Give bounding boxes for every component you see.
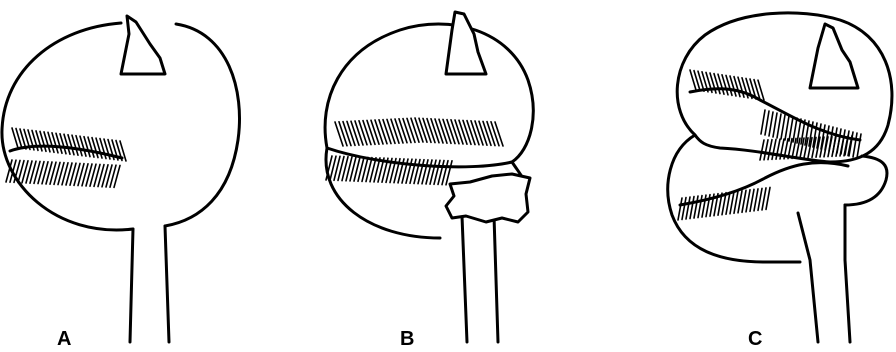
hatch-stroke: [785, 116, 789, 140]
panel-b-hatching: [326, 118, 503, 185]
hatch-stroke: [363, 121, 371, 145]
hatch-stroke: [379, 120, 387, 144]
hatch-stroke: [391, 119, 399, 143]
hatch-stroke: [435, 119, 443, 143]
hatch-stroke: [781, 115, 785, 139]
panel-c-stalk: [798, 205, 850, 342]
panel-a: [2, 16, 240, 342]
panel-b: [325, 12, 533, 342]
panel-a-body: [2, 23, 240, 230]
hatch-stroke: [734, 191, 738, 213]
hatch-stroke: [439, 119, 447, 143]
panel-a-spike: [121, 16, 165, 74]
hatch-stroke: [694, 196, 698, 218]
hatch-stroke: [686, 197, 690, 219]
hatch-stroke: [857, 134, 861, 158]
hatch-stroke: [773, 113, 777, 137]
hatch-stroke: [742, 190, 746, 212]
panel-c-spike: [810, 24, 858, 88]
hatch-stroke: [459, 120, 467, 144]
panel-b-spike: [446, 12, 486, 74]
hatch-stroke: [335, 122, 343, 146]
hatch-stroke: [447, 120, 455, 144]
panel-a-hatching: [6, 128, 126, 187]
hatch-stroke: [836, 136, 840, 156]
hatch-stroke: [351, 121, 359, 145]
hatch-stroke: [762, 188, 766, 210]
panel-c: [668, 13, 892, 342]
hatch-stroke: [343, 122, 351, 146]
hatch-stroke: [451, 120, 459, 144]
hatch-stroke: [769, 112, 773, 136]
hatch-stroke: [495, 122, 503, 146]
hatch-stroke: [750, 189, 754, 211]
hatch-stroke: [479, 121, 487, 145]
hatch-stroke: [383, 120, 391, 144]
panel-b-collar: [446, 174, 530, 222]
hatch-stroke: [463, 120, 471, 144]
hatch-stroke: [431, 119, 439, 143]
hatch-stroke: [411, 118, 419, 142]
hatch-stroke: [777, 114, 781, 138]
hatch-stroke: [678, 198, 682, 220]
hatch-stroke: [746, 190, 750, 212]
hatch-stroke: [853, 133, 857, 157]
panel-a-stalk: [130, 226, 169, 342]
panel-c-upper-fold: [690, 89, 860, 140]
hatch-stroke: [491, 122, 499, 146]
hatch-stroke: [471, 121, 479, 145]
hatch-stroke: [359, 121, 367, 145]
hatch-stroke: [419, 118, 427, 142]
hatch-stroke: [789, 117, 793, 141]
hatch-stroke: [375, 120, 383, 144]
hatch-stroke: [483, 121, 491, 145]
hatch-stroke: [475, 121, 483, 145]
hatch-stroke: [355, 121, 363, 145]
hatch-stroke: [395, 119, 403, 143]
hatch-stroke: [768, 140, 772, 160]
hatch-stroke: [443, 119, 451, 143]
hatch-stroke: [702, 195, 706, 217]
hatch-stroke: [399, 119, 407, 143]
hatch-stroke: [760, 140, 764, 160]
hatch-stroke: [403, 119, 411, 143]
hatch-stroke: [423, 118, 431, 142]
hatch-stroke: [840, 136, 844, 156]
hatch-stroke: [832, 136, 836, 156]
hatch-stroke: [455, 120, 463, 144]
hatch-stroke: [761, 110, 765, 134]
hatch-stroke: [772, 139, 776, 159]
hatch-stroke: [698, 196, 702, 218]
hatch-stroke: [690, 197, 694, 219]
hatch-stroke: [764, 140, 768, 160]
hatch-stroke: [828, 137, 832, 157]
hatch-stroke: [754, 189, 758, 211]
panel-b-label: B: [400, 328, 414, 350]
panel-b-stalk: [462, 216, 498, 342]
hatch-stroke: [427, 119, 435, 143]
hatch-stroke: [467, 121, 475, 145]
hatch-stroke: [730, 192, 734, 214]
hatch-stroke: [339, 122, 347, 146]
hatch-stroke: [367, 120, 375, 144]
hatch-stroke: [738, 191, 742, 213]
hatch-stroke: [371, 120, 379, 144]
hatch-stroke: [387, 119, 395, 143]
hatch-stroke: [766, 187, 770, 209]
hatch-stroke: [347, 121, 355, 145]
panel-a-label: A: [57, 328, 71, 350]
panel-c-label: C: [748, 328, 762, 350]
hatch-stroke: [407, 118, 415, 142]
hatch-stroke: [487, 122, 495, 146]
hatch-stroke: [415, 118, 423, 142]
hatch-stroke: [682, 198, 686, 220]
hatch-stroke: [765, 111, 769, 135]
hatch-stroke: [758, 188, 762, 210]
